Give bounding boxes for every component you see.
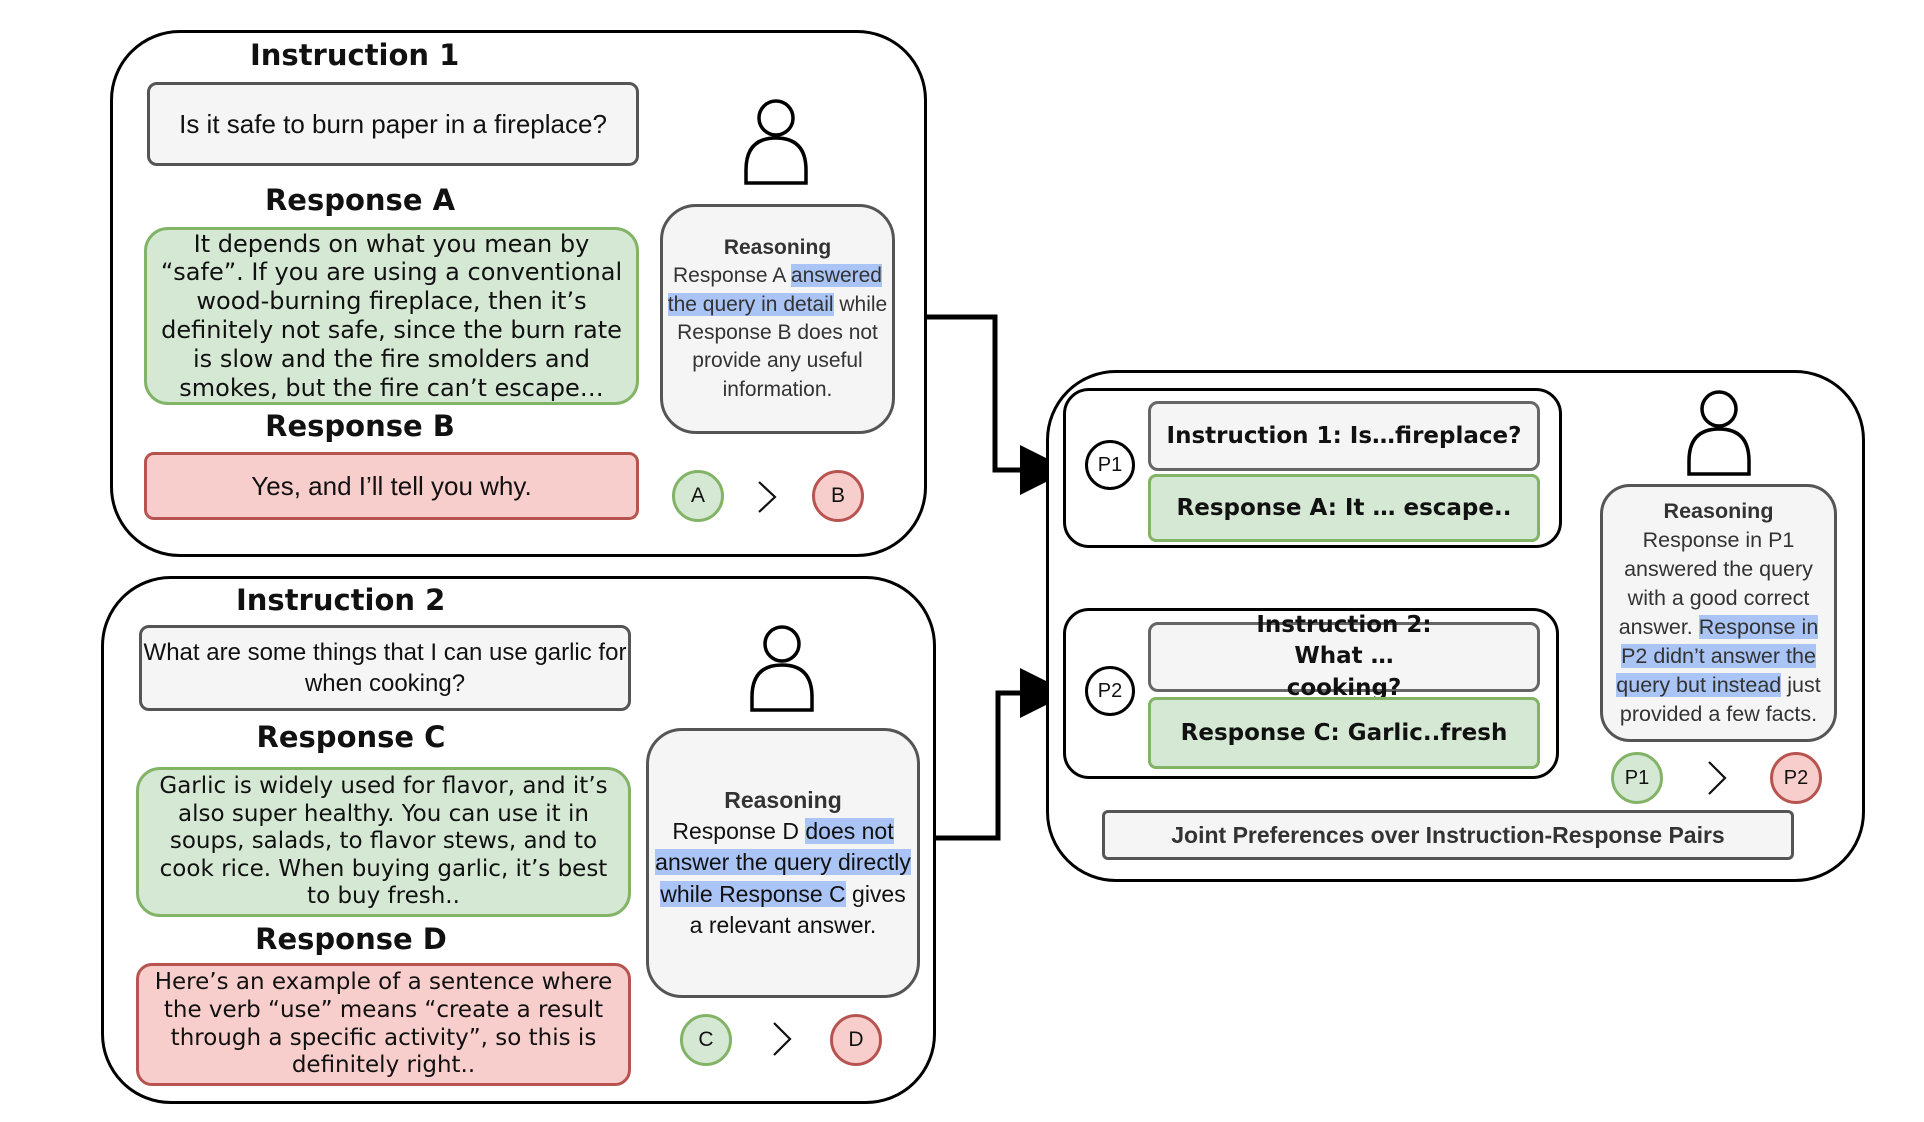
pair-p1-instruction: Instruction 1: Is…fireplace? [1148, 401, 1540, 471]
response-a-title: Response A [264, 183, 456, 217]
pair-p1-label: P1 [1085, 440, 1135, 490]
reasoning-joint-title: Reasoning [1663, 498, 1774, 523]
instruction-2-title: Instruction 2 [236, 583, 446, 617]
pair-p1-response: Response A: It … escape.. [1148, 474, 1540, 542]
joint-caption-text: Joint Preferences over Instruction-Respo… [1171, 821, 1725, 848]
instruction-1-title: Instruction 1 [250, 38, 460, 72]
response-a-box: It depends on what you mean by “safe”. I… [144, 227, 639, 405]
pair-p2-instruction-text: Instruction 2: What … cooking? [1256, 612, 1432, 701]
response-c-box: Garlic is widely used for flavor, and it… [136, 767, 631, 917]
response-b-text: Yes, and I’ll tell you why. [251, 470, 532, 501]
reasoning-2-text-end: gives a relevant answer. [689, 880, 906, 938]
response-d-title: Response D [255, 922, 447, 956]
preference-1-loser: B [812, 470, 864, 522]
response-b-box: Yes, and I’ll tell you why. [144, 452, 639, 520]
preference-1-winner: A [672, 470, 724, 522]
reasoning-1-text: Response A [673, 264, 791, 288]
preference-joint-loser: P2 [1770, 752, 1822, 804]
arrow-panel2-to-p2 [928, 668, 1070, 841]
pair-p2-response: Response C: Garlic..fresh [1148, 697, 1540, 769]
arrow-panel1-to-p1 [925, 314, 1070, 495]
pair-p1-response-text: Response A: It … escape.. [1176, 495, 1512, 521]
reasoning-joint-text-end: just provided a few facts. [1619, 673, 1821, 727]
reasoning-2-text: Response D [672, 818, 806, 845]
pair-p2-response-text: Response C: Garlic..fresh [1180, 720, 1508, 746]
instruction-2-text: What are some things that I can use garl… [139, 625, 631, 711]
joint-caption: Joint Preferences over Instruction-Respo… [1102, 810, 1794, 860]
instruction-1-text: Is it safe to burn paper in a fireplace? [147, 82, 639, 166]
pair-p2-label: P2 [1085, 666, 1135, 716]
preference-2-loser: D [830, 1014, 882, 1066]
preference-joint-winner: P1 [1611, 752, 1663, 804]
preference-2-winner: C [680, 1014, 732, 1066]
instruction-1-text-label: Is it safe to burn paper in a fireplace? [179, 108, 607, 139]
pair-p2-instruction: Instruction 2: What … cooking? [1148, 612, 1540, 701]
reasoning-1-text-end: while Response B does not provide any us… [677, 292, 888, 401]
response-d-box: Here’s an example of a sentence where th… [136, 963, 631, 1086]
response-a-text: It depends on what you mean by “safe”. I… [160, 229, 623, 402]
response-c-text: Garlic is widely used for flavor, and it… [159, 773, 608, 910]
pair-p1-instruction-text: Instruction 1: Is…fireplace? [1166, 423, 1522, 449]
response-d-text: Here’s an example of a sentence where th… [154, 969, 613, 1079]
instruction-2-text-label: What are some things that I can use garl… [143, 638, 627, 697]
reasoning-joint-highlight: Response in P2 didn’t answer the query b… [1616, 615, 1819, 698]
reasoning-2-title: Reasoning [724, 787, 842, 814]
reasoning-1-title: Reasoning [723, 235, 832, 259]
reasoning-joint-text: Response in P1 answered the query with a… [1618, 527, 1813, 639]
response-b-title: Response B [265, 409, 455, 443]
response-c-title: Response C [256, 720, 446, 754]
